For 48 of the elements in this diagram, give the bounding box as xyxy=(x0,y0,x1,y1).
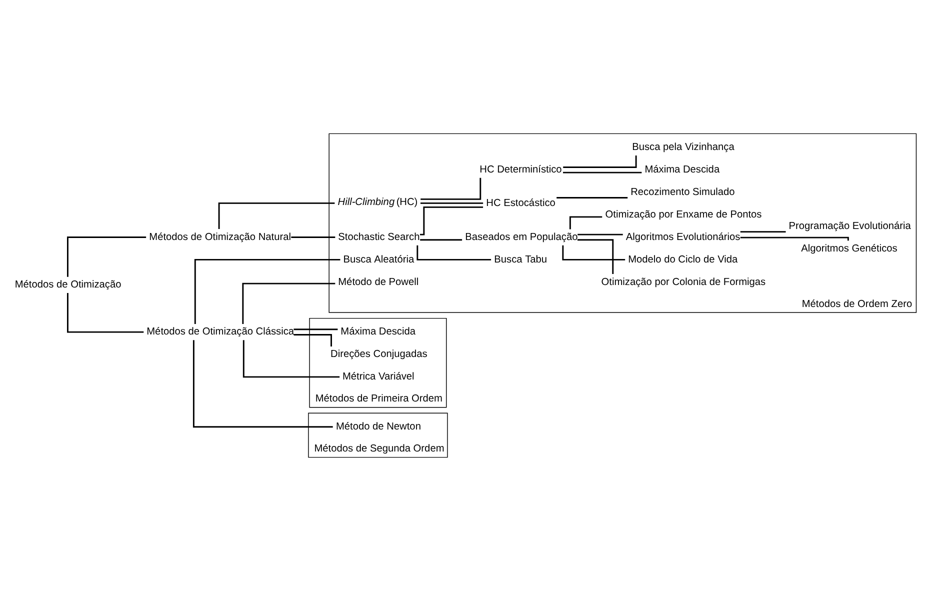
node-text: Busca pela Vizinhança xyxy=(632,142,734,154)
node-text: Algoritmos Genéticos xyxy=(801,243,898,254)
connector xyxy=(192,340,333,428)
connector xyxy=(562,245,626,260)
connector xyxy=(67,236,146,277)
connector xyxy=(242,282,336,324)
connector xyxy=(67,293,144,333)
connector xyxy=(242,340,340,378)
node-text: Métodos de Otimização Clássica xyxy=(146,326,294,338)
connector xyxy=(578,234,623,236)
connector xyxy=(194,258,340,324)
connector xyxy=(740,236,849,241)
connector xyxy=(420,202,484,204)
node-text: Método de Powell xyxy=(338,276,419,288)
node-text: Máxima Descida xyxy=(644,164,720,176)
connector xyxy=(294,328,338,330)
node-text: Métodos de Otimização Natural xyxy=(149,232,291,243)
connector xyxy=(577,239,614,274)
node-text: Modelo do Ciclo de Vida xyxy=(628,254,738,266)
connector xyxy=(563,172,642,174)
node-text: Otimização por Enxame de Pontos xyxy=(605,209,762,220)
node-text: Hill-Climbing (HC) xyxy=(338,197,418,208)
node-text: HC Estocástico xyxy=(486,198,556,209)
node-text: Recozimento Simulado xyxy=(630,187,735,198)
node-text: Método de Newton xyxy=(336,422,421,433)
connector xyxy=(569,216,602,230)
connector xyxy=(420,206,484,236)
connector xyxy=(291,236,336,238)
node-text: Programação Evolutionária xyxy=(788,221,911,232)
node-text: Busca Aleatória xyxy=(343,254,414,266)
connector xyxy=(294,334,332,346)
connector xyxy=(563,156,637,168)
node-text: Máxima Descida xyxy=(340,326,416,338)
node-text: Métrica Variável xyxy=(342,372,414,383)
connector xyxy=(218,202,335,229)
connector xyxy=(740,231,786,233)
connector xyxy=(416,245,492,260)
node-text: Baseados em População xyxy=(465,232,578,243)
node-text: Stochastic Search xyxy=(338,232,420,243)
connector xyxy=(420,239,462,241)
node-text: HC Determinístico xyxy=(480,164,562,176)
connector xyxy=(420,178,482,200)
connector xyxy=(556,197,628,198)
node-text: Otimização por Colonia de Formigas xyxy=(601,276,766,288)
node-text: Busca Tabu xyxy=(494,254,548,266)
node-text: Direções Conjugadas xyxy=(330,349,428,360)
node-text: Algoritmos Evolutionários xyxy=(626,232,740,243)
node-text: Métodos de Otimização xyxy=(14,280,122,291)
